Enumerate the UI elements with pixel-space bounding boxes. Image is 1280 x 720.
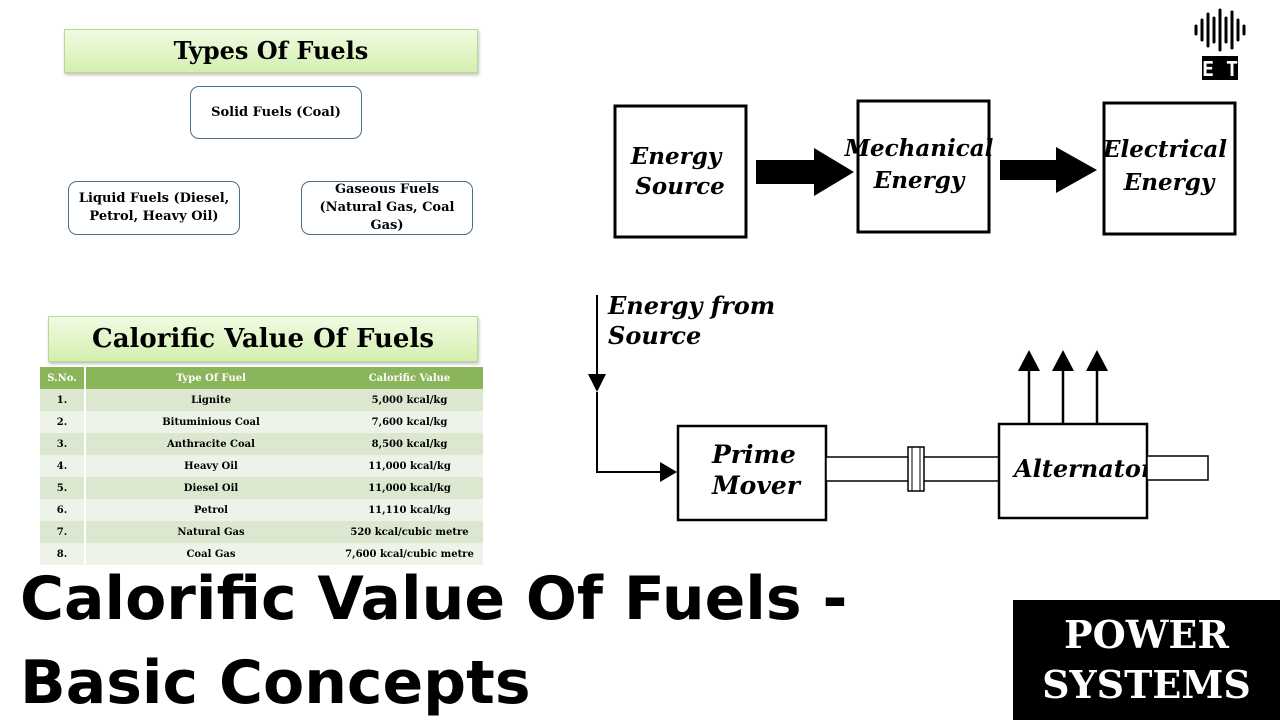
calorific-value-title: Calorific Value Of Fuels: [48, 316, 478, 362]
energy-conversion-diagram: Energy Source Mechanical Energy Electric…: [588, 99, 1237, 522]
fuel-types-title: Types Of Fuels: [64, 29, 478, 73]
row-sno: 8.: [40, 543, 86, 565]
shaft-coupling: [907, 446, 925, 492]
badge-line-1: POWER: [1064, 612, 1229, 657]
electrical-energy-label: Electrical Energy: [1102, 136, 1235, 196]
shaft-end: [1146, 455, 1209, 481]
alternator-label: Alternator: [1012, 454, 1156, 483]
mechanical-energy-label: Mechanical Energy: [844, 135, 1002, 194]
header-sno: S.No.: [40, 367, 86, 389]
headline-line-1: Calorific Value Of Fuels -: [20, 564, 848, 634]
row-sno: 5.: [40, 477, 86, 499]
row-value: 5,000 kcal/kg: [336, 389, 483, 411]
row-value: 7,600 kcal/cubic metre: [336, 543, 483, 565]
row-fuel: Petrol: [85, 499, 336, 521]
arrow-up-icon: [1052, 350, 1074, 371]
energy-from-source-label: Energy from Source: [607, 291, 783, 350]
power-systems-badge: POWER SYSTEMS: [1013, 600, 1280, 720]
row-value: 11,000 kcal/kg: [336, 455, 483, 477]
row-value: 11,110 kcal/kg: [336, 499, 483, 521]
row-fuel: Coal Gas: [85, 543, 336, 565]
logo-text-background: [1202, 56, 1238, 80]
logo-text: E T: [1202, 57, 1238, 81]
electrical-energy-box: [1102, 101, 1237, 236]
channel-logo: E T: [1194, 8, 1246, 81]
headline-line-2: Basic Concepts: [20, 648, 531, 718]
liquid-fuels-box: Liquid Fuels (Diesel, Petrol, Heavy Oil): [68, 181, 240, 235]
row-fuel: Anthracite Coal: [85, 433, 336, 455]
header-calorific-value: Calorific Value: [336, 367, 483, 389]
row-fuel: Diesel Oil: [85, 477, 336, 499]
row-sno: 4.: [40, 455, 86, 477]
row-fuel: Natural Gas: [85, 521, 336, 543]
arrow-up-icon: [1018, 350, 1040, 371]
mechanical-energy-box: [856, 99, 991, 234]
row-sno: 6.: [40, 499, 86, 521]
prime-mover-box: [676, 424, 828, 522]
row-sno: 1.: [40, 389, 86, 411]
badge-line-2: SYSTEMS: [1042, 662, 1251, 707]
energy-source-box: [613, 104, 748, 239]
row-value: 8,500 kcal/kg: [336, 433, 483, 455]
row-fuel: Heavy Oil: [85, 455, 336, 477]
row-fuel: Bituminious Coal: [85, 411, 336, 433]
waveform-icon: [1194, 8, 1246, 52]
row-fuel: Lignite: [85, 389, 336, 411]
row-value: 7,600 kcal/kg: [336, 411, 483, 433]
arrow-right-icon: [660, 462, 677, 482]
gaseous-fuels-box: Gaseous Fuels (Natural Gas, Coal Gas): [301, 181, 473, 235]
row-sno: 2.: [40, 411, 86, 433]
arrow-right-icon: [1000, 147, 1097, 193]
alternator-box: [997, 422, 1149, 520]
energy-source-label: Energy Source: [630, 143, 729, 200]
calorific-value-table: S.No. Type Of Fuel Calorific Value 1.Lig…: [40, 367, 484, 565]
row-value: 11,000 kcal/kg: [336, 477, 483, 499]
arrow-down-icon: [588, 374, 606, 392]
arrow-right-icon: [756, 148, 854, 196]
table-header-row: S.No. Type Of Fuel Calorific Value: [40, 367, 483, 389]
row-sno: 7.: [40, 521, 86, 543]
solid-fuels-box: Solid Fuels (Coal): [190, 86, 362, 139]
header-fuel-type: Type Of Fuel: [85, 367, 336, 389]
prime-mover-label: Prime Mover: [711, 440, 805, 500]
row-sno: 3.: [40, 433, 86, 455]
row-value: 520 kcal/cubic metre: [336, 521, 483, 543]
arrow-up-icon: [1086, 350, 1108, 371]
